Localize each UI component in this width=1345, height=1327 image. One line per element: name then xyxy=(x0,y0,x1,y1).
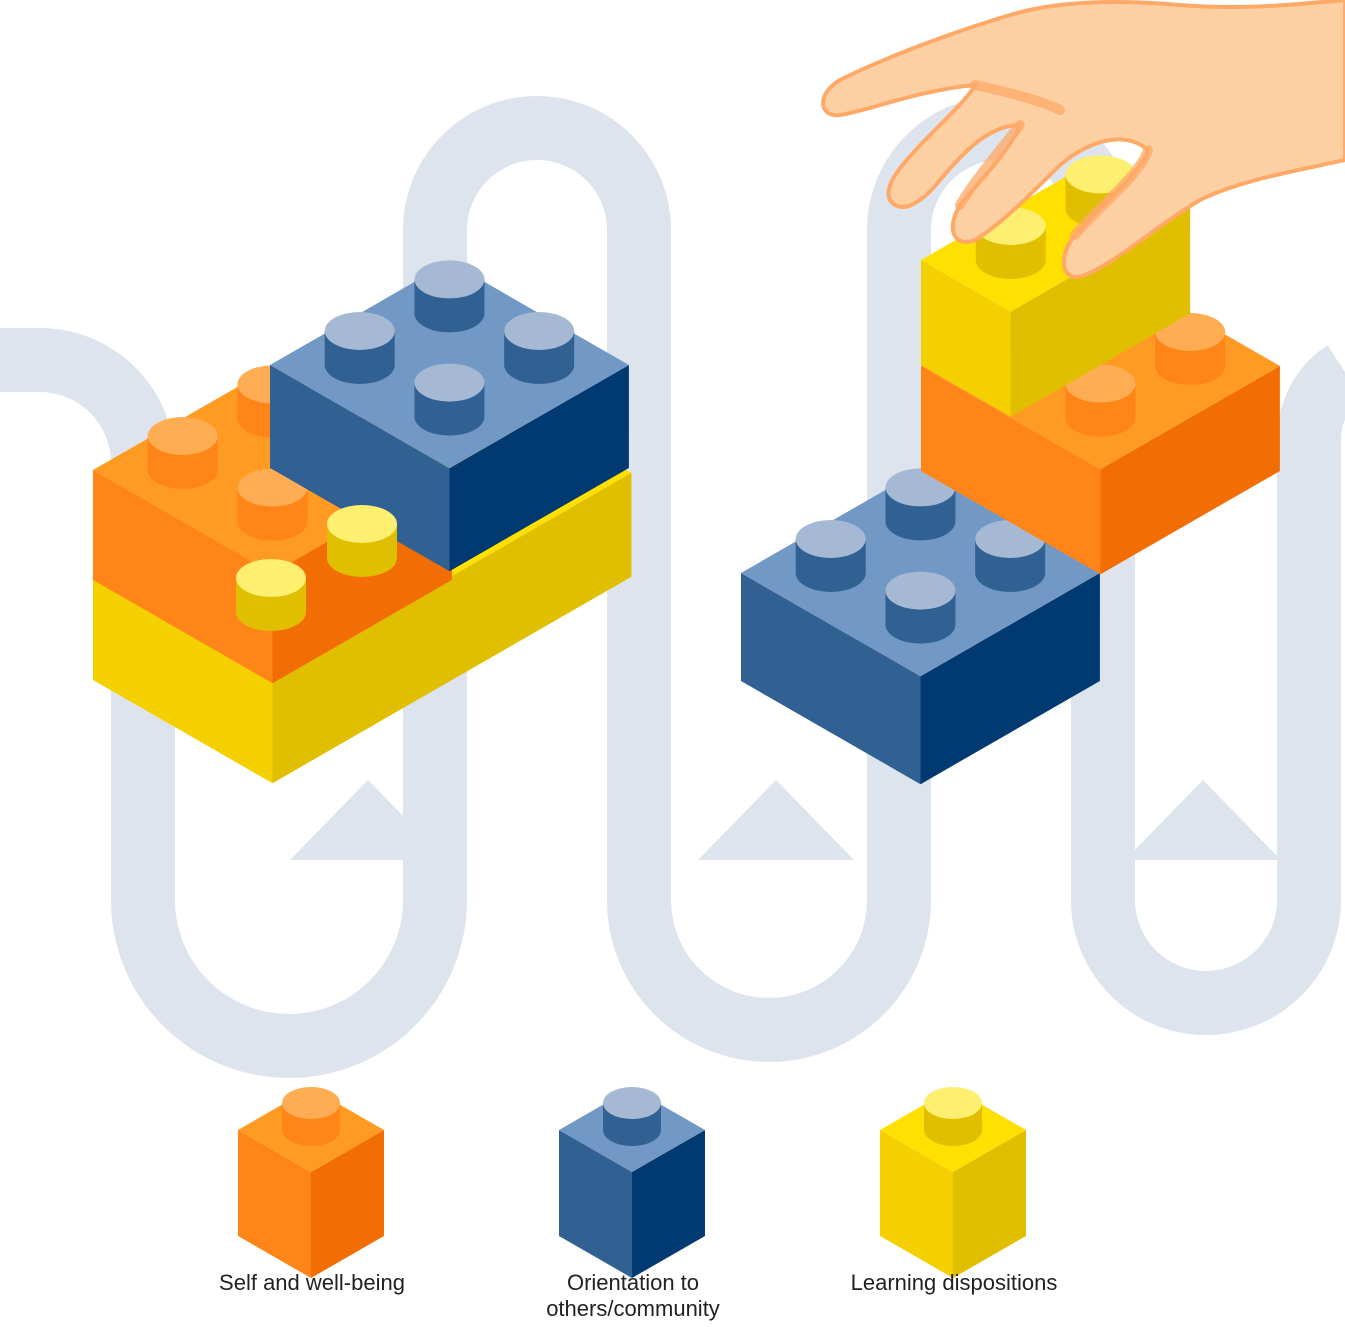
brick-blue-left-stud xyxy=(414,363,485,436)
legend-brick-blue xyxy=(559,1087,705,1278)
brick-blue-left-stud xyxy=(504,312,575,384)
brick-blue-right-stud-top xyxy=(795,520,866,558)
brick-yellow-left-stud-top xyxy=(327,505,397,543)
up-arrow-icon xyxy=(1125,780,1281,860)
hand-finger-shading xyxy=(955,80,1153,240)
hand-palm xyxy=(821,0,1345,279)
brick-blue-right-left-face xyxy=(741,573,921,785)
brick-yellow-long-left-left-face xyxy=(93,576,273,784)
brick-stacks xyxy=(93,155,1280,785)
brick-orange-right-left-face xyxy=(921,366,1101,575)
brick-blue-right xyxy=(741,468,1100,785)
brick-blue-right-stud-top xyxy=(885,571,956,610)
legend-brick-orange xyxy=(238,1087,384,1278)
brick-orange-right-right-face xyxy=(1100,366,1280,575)
legend-bricks xyxy=(238,1087,1026,1278)
brick-blue-left-stud-top xyxy=(324,312,395,350)
brick-orange-left-left-face xyxy=(93,470,273,684)
legend-brick-orange-stud-top xyxy=(282,1087,340,1119)
hand-icon xyxy=(821,0,1345,279)
up-arrow-icon xyxy=(290,780,446,860)
legend-brick-blue-right-face xyxy=(632,1130,705,1278)
legend-brick-orange-left-face xyxy=(238,1130,311,1278)
legend-label-self-wellbeing: Self and well-being xyxy=(219,1270,405,1295)
brick-blue-right-stud xyxy=(885,468,956,541)
brick-yellow-long-left-right-face xyxy=(272,472,632,784)
winding-path xyxy=(0,96,1345,1078)
legend-brick-yellow-stud-top xyxy=(924,1087,982,1119)
brick-orange-left-stud-top xyxy=(147,417,218,455)
brick-blue-left-stud-top xyxy=(504,312,575,350)
winding-path-ribbon xyxy=(0,96,1345,1078)
legend-brick-yellow-right-face xyxy=(953,1130,1026,1278)
brick-orange-left-stud xyxy=(147,417,218,490)
brick-yellow-right-left-face xyxy=(921,260,1011,417)
brick-yellow-left-studs xyxy=(236,505,397,631)
brick-blue-left xyxy=(270,260,629,572)
legend-label-learning-dispositions: Learning dispositions xyxy=(850,1270,1058,1295)
legend-brick-yellow-left-face xyxy=(880,1130,953,1278)
legend-brick-yellow xyxy=(880,1087,1026,1278)
brick-blue-left-stud xyxy=(324,312,395,384)
legend-brick-blue-left-face xyxy=(559,1130,632,1278)
brick-blue-left-stud-top xyxy=(414,363,485,402)
legend-brick-blue-stud-top xyxy=(603,1087,661,1119)
brick-blue-left-right-face xyxy=(449,365,629,572)
brick-blue-right-stud xyxy=(885,571,956,644)
brick-blue-left-stud-top xyxy=(414,260,485,299)
brick-blue-left-stud xyxy=(414,260,485,333)
up-arrow-icon xyxy=(698,780,854,860)
legend-label-orientation-to-others: Orientation to others/community xyxy=(546,1270,720,1321)
brick-blue-right-stud xyxy=(795,520,866,592)
brick-blue-left-left-face xyxy=(270,365,450,572)
brick-blue-right-right-face xyxy=(920,573,1100,785)
legend-brick-orange-right-face xyxy=(311,1130,384,1278)
brick-yellow-right-right-face xyxy=(1010,208,1191,417)
brick-yellow-left-stud-top xyxy=(236,559,306,597)
